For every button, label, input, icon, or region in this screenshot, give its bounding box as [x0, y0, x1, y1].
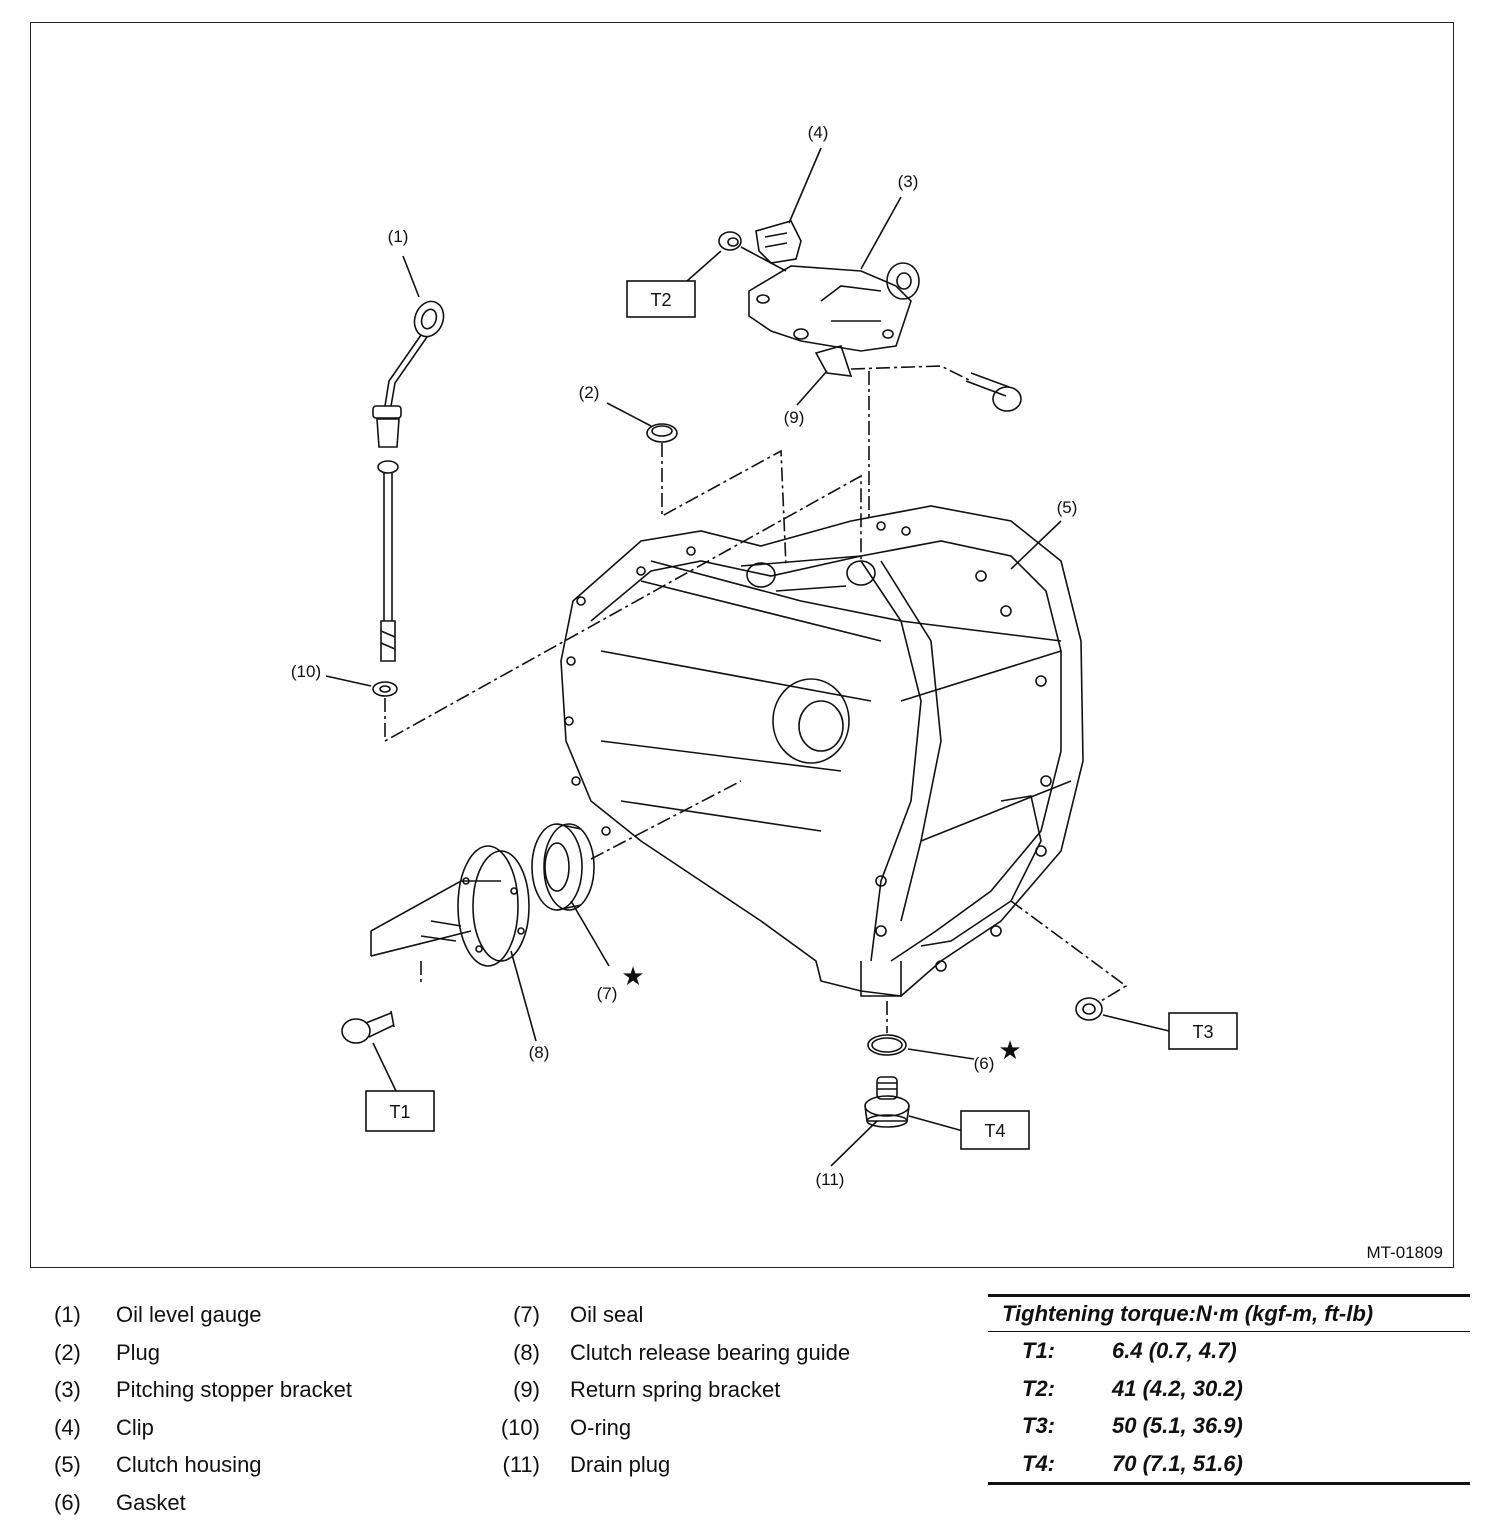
t3-box [1168, 1012, 1238, 1050]
star-icon-gasket: ★ [998, 1036, 1021, 1066]
t2-label: T2 [650, 290, 671, 310]
legend-item: (2) Plug [54, 1334, 352, 1372]
legend-number: (1) [54, 1302, 81, 1327]
legend-number: (2) [54, 1339, 81, 1365]
legend-label: Gasket [116, 1489, 186, 1515]
t2-box [626, 280, 696, 318]
legend-label: Pitching stopper bracket [116, 1377, 353, 1402]
torque-key: T4: [1022, 1450, 1055, 1476]
legend-item: (8) Clutch release bearing guide [498, 1334, 850, 1372]
legend-label: Oil level gauge [116, 1302, 262, 1327]
legend-number: (7) [513, 1302, 540, 1327]
callout-4: (4) [808, 123, 829, 142]
legend-item: (7) Oil seal [498, 1296, 850, 1334]
callout-1: (1) [388, 227, 409, 246]
legend-item: (10) O-ring [498, 1409, 850, 1447]
legend-column-right: (7) Oil seal (8) Clutch release bearing gu… [498, 1296, 850, 1484]
callout-8: (8) [529, 1043, 550, 1062]
torque-value: 41 (4.2, 30.2) [1112, 1375, 1243, 1401]
legend-number: (10) [500, 1414, 540, 1440]
legend-label: O-ring [570, 1414, 632, 1440]
oil-level-gauge-part [372, 300, 445, 662]
callout-5: (5) [1057, 498, 1078, 517]
t1-box [365, 1090, 435, 1132]
legend-number: (4) [54, 1414, 81, 1440]
t4-box [960, 1110, 1030, 1150]
legend-label: Return spring bracket [570, 1377, 781, 1402]
legend-label: Plug [116, 1339, 161, 1365]
legend-label: Clutch release bearing guide [570, 1339, 851, 1365]
pitching-stopper-bracket-part [748, 262, 920, 352]
legend-item: (9) Return spring bracket [498, 1371, 850, 1409]
clutch-release-bearing-guide-part [370, 845, 530, 967]
torque-key: T3: [1022, 1413, 1055, 1438]
legend-item: (6) Gasket [54, 1484, 352, 1522]
callout-3: (3) [898, 172, 919, 191]
legend-label: Clutch housing [116, 1452, 262, 1477]
callout-10: (10) [291, 662, 321, 681]
callout-2: (2) [579, 383, 600, 402]
clutch-housing-part [560, 505, 1084, 997]
torque-key: T2: [1022, 1375, 1055, 1401]
star-icon-oil-seal: ★ [621, 962, 644, 992]
legend-label: Drain plug [570, 1452, 671, 1477]
legend-number: (9) [513, 1377, 540, 1402]
legend-number: (5) [54, 1452, 81, 1477]
torque-table-heading: Tightening torque:N·m (kgf-m, ft-lb) [988, 1297, 1470, 1332]
legend-item: (3) Pitching stopper bracket [54, 1371, 352, 1409]
legend-number: (8) [513, 1339, 540, 1365]
t1-label: T1 [389, 1102, 410, 1122]
legend-label: Clip [116, 1414, 154, 1440]
callout-6: (6) [974, 1054, 995, 1073]
legend-number: (3) [54, 1377, 81, 1402]
callout-11: (11) [816, 1170, 845, 1189]
legend-item: (11) Drain plug [498, 1446, 850, 1484]
t3-label: T3 [1192, 1022, 1213, 1042]
legend-item: (4) Clip [54, 1409, 352, 1447]
legend-item: (5) Clutch housing [54, 1446, 352, 1484]
figure-frame: T2 T1 T3 T4 (1) (2) (3) (4) (5) (6) (7) … [30, 22, 1454, 1268]
torque-value: 50 (5.1, 36.9) [1112, 1413, 1243, 1438]
legend-number: (6) [54, 1489, 81, 1515]
t4-label: T4 [984, 1121, 1005, 1141]
callout-7: (7) [597, 984, 618, 1003]
figure-id: MT-01809 [1366, 1243, 1443, 1262]
callout-9: (9) [784, 408, 805, 427]
torque-row: T2: 41 (4.2, 30.2) [988, 1370, 1470, 1408]
legend-label: Oil seal [570, 1302, 644, 1327]
torque-value: 70 (7.1, 51.6) [1112, 1450, 1243, 1476]
legend-item: (1) Oil level gauge [54, 1296, 352, 1334]
torque-key: T1: [1022, 1338, 1055, 1363]
exploded-diagram: T2 T1 T3 T4 (1) (2) (3) (4) (5) (6) (7) … [291, 123, 1238, 1189]
legend-column-left: (1) Oil level gauge (2) Plug (3) Pitching s… [54, 1296, 352, 1521]
torque-value: 6.4 (0.7, 4.7) [1112, 1338, 1237, 1363]
torque-row: T3: 50 (5.1, 36.9) [988, 1407, 1470, 1445]
torque-row: T1: 6.4 (0.7, 4.7) [988, 1332, 1470, 1370]
legend-number: (11) [502, 1452, 541, 1477]
torque-row: T4: 70 (7.1, 51.6) [988, 1445, 1470, 1483]
clip-part [755, 220, 802, 264]
torque-table: Tightening torque:N·m (kgf-m, ft-lb) T1:… [988, 1294, 1470, 1485]
